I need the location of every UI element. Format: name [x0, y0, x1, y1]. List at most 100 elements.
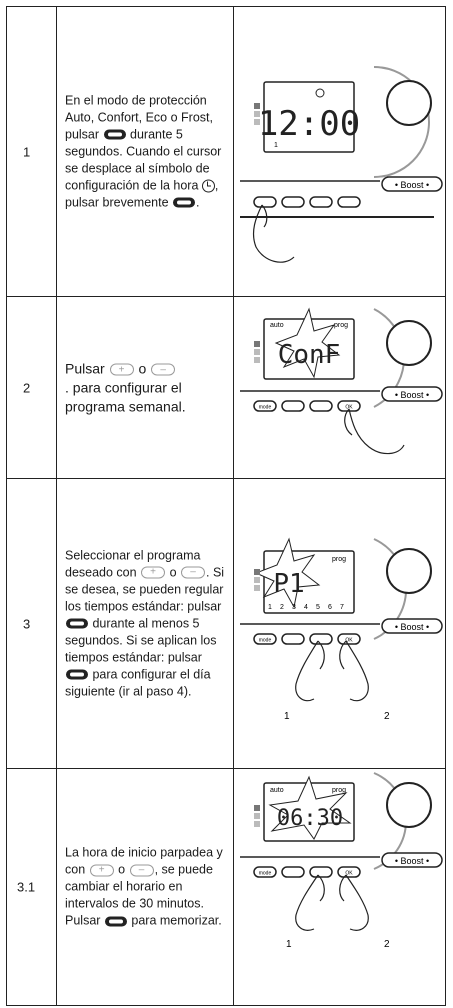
mode-a-icon — [254, 585, 260, 591]
finger-hand-1 — [295, 640, 325, 702]
ok-button-label: OK — [345, 405, 353, 411]
step-instructions: En el modo de protección Auto, Confort, … — [65, 93, 222, 209]
plus-button — [309, 400, 333, 412]
step-number: 3 — [23, 616, 31, 631]
finger-label-1: 1 — [284, 711, 290, 722]
step-number: 1 — [23, 144, 31, 159]
step-row-2: 2 Pulsar + o – . para configurar el prog… — [7, 297, 445, 479]
plus-button-icon: + — [89, 864, 114, 877]
mode-button-label: mode — [259, 638, 272, 644]
instruction-table: 1 En el modo de protección Auto, Confort… — [6, 6, 446, 1006]
ok-button-icon — [66, 618, 88, 629]
minus-button-icon: – — [151, 363, 176, 376]
finger-hand-2 — [339, 640, 369, 702]
lcd-time: 06:30 — [277, 806, 343, 831]
thermostat-illustration: 12:00 1 • Boost • — [240, 66, 443, 263]
ok-button — [337, 633, 361, 645]
mode-e-icon — [254, 111, 260, 117]
mode-button-label: mode — [259, 405, 272, 411]
step-instructions: Pulsar + o – . para configurar el progra… — [65, 360, 186, 414]
thermostat-illustration: prog P1 1 2 3 4 5 6 7 • Boost • mode — [240, 537, 443, 722]
ok-button-label: OK — [345, 638, 353, 644]
dial-arc — [373, 66, 430, 178]
plus-button-icon: + — [141, 566, 166, 579]
dial-knob — [386, 320, 432, 366]
lcd-time: 12:00 — [258, 104, 360, 144]
boost-button — [381, 176, 443, 192]
boost-button — [381, 852, 443, 868]
step-row-1: 1 En el modo de protección Auto, Confort… — [7, 7, 445, 297]
plus-button — [309, 196, 333, 208]
day-6: 6 — [328, 604, 332, 611]
plus-button-icon: + — [109, 363, 134, 376]
boost-label: • Boost • — [395, 856, 429, 866]
mode-c-icon — [254, 569, 260, 575]
mode-a-icon — [254, 821, 260, 827]
finger-label-1: 1 — [286, 939, 292, 950]
step-instructions: Seleccionar el programa deseado con + o … — [65, 548, 225, 698]
finger-label-2: 2 — [384, 711, 390, 722]
day-label: 1 — [274, 142, 278, 149]
lcd-screen — [263, 81, 355, 153]
day-3: 3 — [292, 604, 296, 611]
plus-button — [309, 866, 333, 878]
finger-label-2: 2 — [384, 939, 390, 950]
prog-label: prog — [332, 787, 346, 794]
step-instructions: La hora de inicio parpadea y con + o –, … — [65, 845, 223, 928]
day-2: 2 — [280, 604, 284, 611]
ok-button — [337, 866, 361, 878]
mode-button-icon — [173, 197, 196, 208]
dial-knob — [386, 782, 432, 828]
ok-button-label: OK — [345, 871, 353, 877]
lcd-text: ConF — [278, 340, 341, 370]
lcd-program: P1 — [273, 569, 304, 599]
mode-button — [253, 866, 277, 878]
mode-c-icon — [254, 103, 260, 109]
step-number: 3.1 — [17, 879, 36, 895]
ok-button — [337, 196, 361, 208]
boost-button — [381, 386, 443, 402]
minus-button — [281, 196, 305, 208]
finger-hand-1 — [295, 874, 325, 931]
auto-label: auto — [270, 787, 284, 794]
finger-hand — [344, 408, 405, 455]
mode-a-icon — [254, 119, 260, 125]
boost-label: • Boost • — [395, 622, 429, 632]
clock-icon — [201, 179, 215, 193]
step-number: 2 — [23, 380, 31, 395]
step-row-3-1: 3.1 La hora de inicio parpadea y con + o… — [7, 769, 445, 1005]
auto-label: auto — [270, 322, 284, 329]
minus-button-icon: – — [181, 566, 205, 579]
prog-label: prog — [334, 322, 348, 329]
mode-e-icon — [254, 577, 260, 583]
day-1: 1 — [268, 604, 272, 611]
mode-button — [253, 633, 277, 645]
minus-button — [281, 400, 305, 412]
finger-hand-2 — [339, 874, 369, 931]
day-4: 4 — [304, 604, 308, 611]
day-7: 7 — [340, 604, 344, 611]
ok-button-icon — [104, 916, 127, 927]
mode-button-label: mode — [259, 871, 272, 877]
boost-label: • Boost • — [395, 390, 429, 400]
minus-button — [281, 866, 305, 878]
finger-hand — [252, 204, 295, 263]
thermostat-illustration: auto prog 06:30 • Boost • mode OK — [240, 772, 443, 950]
step-row-3: 3 Seleccionar el programa deseado con + … — [7, 479, 445, 769]
mode-c-icon — [254, 805, 260, 811]
boost-button — [381, 618, 443, 634]
mode-button — [253, 400, 277, 412]
mode-button-icon — [103, 129, 126, 140]
prog-label: prog — [332, 556, 346, 563]
plus-button — [309, 633, 333, 645]
flash-burst — [268, 775, 352, 840]
ok-button-icon — [66, 669, 88, 680]
day-5: 5 — [316, 604, 320, 611]
boost-label: • Boost • — [395, 180, 429, 190]
minus-button-icon: – — [129, 864, 154, 877]
mode-button — [253, 196, 277, 208]
dial-knob — [386, 548, 432, 594]
clock-icon — [315, 88, 325, 98]
mode-e-icon — [254, 349, 260, 355]
mode-a-icon — [254, 357, 260, 363]
